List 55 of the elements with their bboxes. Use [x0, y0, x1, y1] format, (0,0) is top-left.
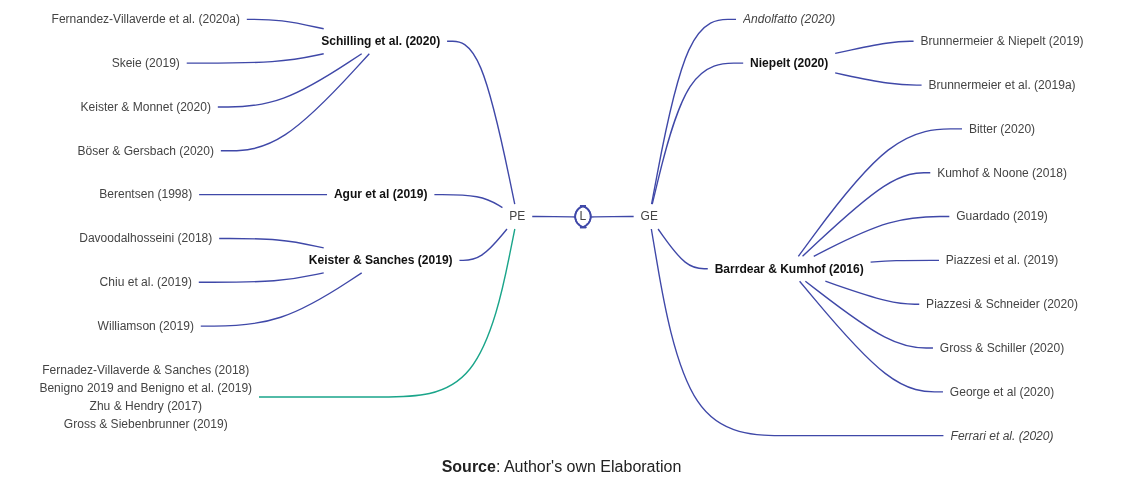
connector [198, 193, 328, 196]
node-text: Keister & Monnet (2020) [80, 99, 211, 114]
connector [200, 272, 363, 327]
node-text: Kumhof & Noone (2018) [937, 165, 1067, 180]
connector [531, 215, 577, 218]
node-text: Piazzesi & Schneider (2020) [926, 296, 1078, 311]
node-text: GE [640, 209, 658, 223]
connector [824, 280, 920, 305]
connector [218, 237, 325, 249]
node-text: Barrdear & Kumhof (2016) [714, 261, 864, 276]
connector [804, 280, 934, 349]
connector [217, 53, 363, 108]
connector [869, 259, 940, 263]
connector [813, 215, 950, 257]
connector [186, 53, 325, 64]
connector [834, 72, 923, 86]
node-text: PE [509, 209, 526, 223]
node-text: Davoodalhosseini (2018) [79, 231, 213, 245]
node-text: Brunnermeier & Niepelt (2019) [920, 33, 1084, 48]
caption: Source: Author's own Elaboration [440, 458, 683, 476]
node-text: Fernandez-Villaverde et al. (2020a) [51, 12, 240, 26]
connector [258, 228, 516, 398]
node-text: Gross & Schiller (2020) [939, 340, 1065, 355]
connector [801, 172, 931, 257]
connector [651, 62, 744, 205]
node-text: Bitter (2020) [968, 121, 1036, 136]
connector [433, 193, 504, 209]
node-text: Ferrari et al. (2020) [950, 428, 1054, 443]
node-text: Fernadez-Villaverde & Sanches (2018) Benigno 2019 and Benigno et al. (2019) Zhu & Hendry (2017) Gross & Siebenbrunner (2019) [39, 362, 253, 431]
connector [446, 40, 516, 205]
node-text: Böser & Gersbach (2020) [77, 143, 214, 158]
node-text: Schilling et al. (2020) [321, 33, 441, 48]
connector [198, 272, 325, 283]
connector [590, 215, 635, 218]
connector [220, 53, 370, 152]
connector [246, 18, 325, 30]
connector [657, 228, 709, 270]
node-text: Berentsen (1998) [99, 187, 193, 202]
connector [650, 228, 945, 437]
node-text: Keister & Sanches (2019) [308, 253, 453, 267]
node-text: Williamson (2019) [97, 318, 194, 333]
connector [650, 18, 737, 205]
connector [458, 228, 508, 262]
node-text: George et al (2020) [949, 384, 1055, 399]
connector [834, 40, 915, 55]
node-text: Andolfatto (2020) [743, 12, 836, 26]
node-text: Piazzesi et al. (2019) [945, 253, 1059, 267]
node-text: Niepelt (2020) [750, 55, 829, 70]
connector [798, 280, 944, 393]
node-text: Brunnermeier et al. (2019a) [928, 77, 1076, 92]
node-text: Chiu et al. (2019) [99, 274, 192, 289]
node-text: Agur et al (2019) [333, 187, 428, 202]
connector [797, 128, 963, 257]
node-text: Skeie (2019) [111, 55, 180, 70]
node-text: Guardado (2019) [956, 209, 1048, 223]
